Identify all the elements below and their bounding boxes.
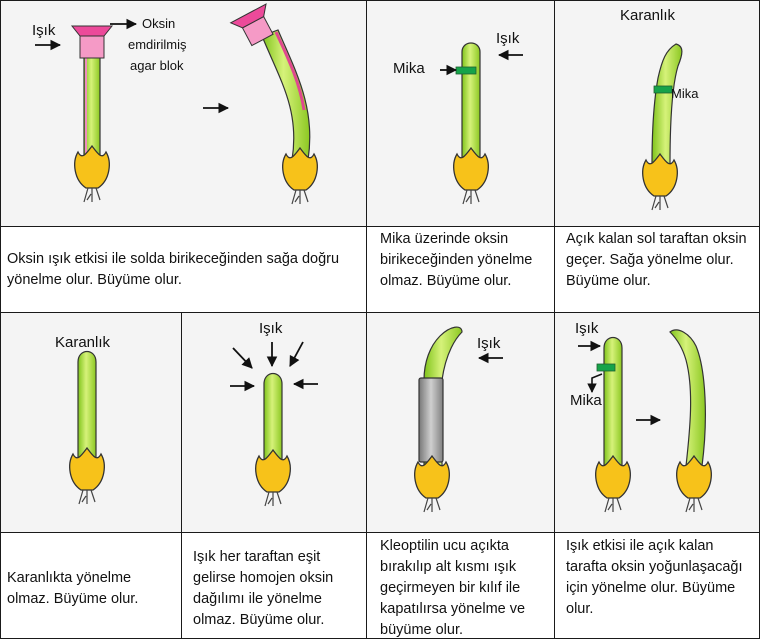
panel-3-mica-label: Mika (671, 86, 699, 101)
grid-line (366, 0, 367, 639)
panel-6-drawing (414, 326, 503, 513)
panel-1-light-label: Işık (32, 22, 56, 39)
oxin-block-label-2: emdirilmiş (128, 37, 187, 52)
caption-3: Açık kalan sol taraftan oksin geçer. Sağ… (566, 231, 747, 289)
caption-4: Karanlıkta yönelme olmaz. Büyüme olur. (7, 570, 139, 607)
caption-7: Işık etkisi ile açık kalan tarafta oksin… (566, 538, 743, 617)
panel-2-mica-label: Mika (393, 60, 425, 77)
grid-line (0, 0, 760, 1)
panel-7-drawing (578, 329, 712, 513)
oxin-block-label-1: Oksin (142, 16, 175, 31)
caption-6: Kleoptilin ucu açıkta bırakılıp alt kısm… (380, 538, 526, 638)
oxin-block-label-3: agar blok (130, 58, 184, 73)
panel-3-drawing (642, 43, 683, 211)
caption-1: Oksin ışık etkisi ile solda birikeceğind… (7, 251, 340, 288)
panel-5-drawing (230, 341, 318, 507)
panel-7-mica-label: Mika (570, 392, 602, 409)
panel-6-bg (366, 312, 554, 532)
grid-line (0, 532, 760, 533)
caption-2: Mika üzerinde oksin birikeceğinden yönel… (380, 231, 533, 289)
caption-5: Işık her taraftan eşit gelirse homojen o… (193, 549, 334, 628)
grid-line (0, 226, 760, 227)
panel-4-dark-label: Karanlık (55, 334, 111, 351)
grid-line (181, 312, 182, 639)
grid-line (0, 312, 760, 313)
grid-line (554, 0, 555, 639)
panel-1-drawing (35, 3, 318, 205)
panel-4-drawing (69, 350, 105, 505)
panel-5-light-label: Işık (259, 320, 283, 337)
panel-2-light-label: Işık (496, 30, 520, 47)
panel-3-dark-label: Karanlık (620, 7, 676, 24)
grid-line (0, 0, 1, 639)
panel-7-light-label: Işık (575, 320, 599, 337)
panel-6-light-label: Işık (477, 335, 501, 352)
panel-2-drawing (440, 42, 523, 205)
panel-2-bg (366, 0, 554, 226)
